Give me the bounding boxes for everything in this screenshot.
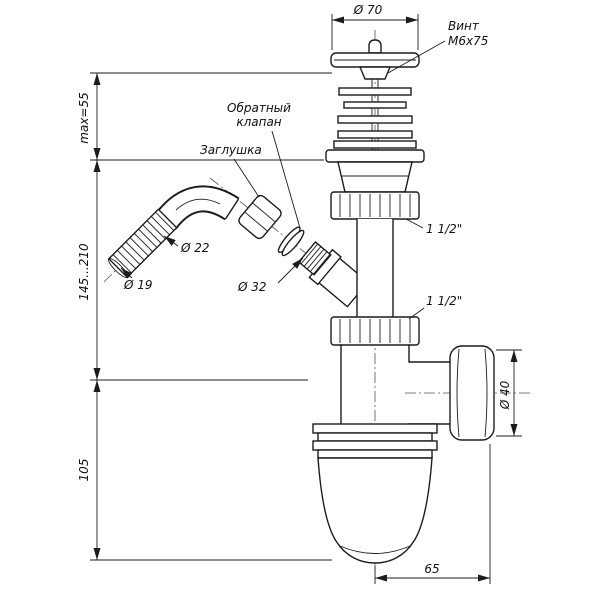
bottom-offset-dimension: 65 [374, 444, 491, 584]
dim-offset-bottom: 65 [424, 562, 439, 576]
dim-hose-inner: Ø 19 [123, 278, 153, 292]
top-diameter-dimension: Ø 70 [331, 3, 419, 50]
screw-head [368, 39, 382, 54]
dim-outlet-diameter: Ø 40 [498, 380, 512, 410]
check-valve-label-line1: Обратный [227, 101, 291, 115]
inlet-diameter-callout: Ø 32 [237, 257, 304, 294]
check-valve-label-line2: клапан [236, 115, 281, 129]
riser-pipe [356, 218, 394, 318]
dim-top-diameter: Ø 70 [353, 3, 383, 17]
dim-thread-lower: 1 1/2" [426, 294, 462, 308]
siphon-cup [312, 423, 438, 564]
union-nut-upper [330, 191, 420, 220]
elbow-fitting [155, 185, 240, 230]
dim-height-adjustable: 145...210 [77, 243, 91, 301]
screw-label-line2: М6х75 [448, 34, 488, 48]
strainer-assembly [325, 39, 425, 163]
corrugated-hose [107, 208, 178, 279]
dim-thread-upper: 1 1/2" [426, 222, 462, 236]
part-name-callouts: Обратный клапан Заглушка [200, 101, 301, 229]
screw-label-line1: Винт [448, 19, 480, 33]
dim-inlet-thread: Ø 32 [237, 280, 267, 294]
hose-callouts: Ø 22 Ø 19 [120, 235, 210, 292]
center-lines [103, 30, 532, 572]
washer-stack [333, 87, 417, 149]
union-nut-lower [330, 316, 420, 346]
plug-nut [238, 194, 282, 240]
cup-body [317, 457, 433, 564]
outlet-nut [449, 345, 495, 441]
lower-nut-group: 1 1/2" [330, 294, 462, 346]
left-dimension-chain: max=55 145...210 105 [77, 72, 332, 561]
plug-label: Заглушка [200, 143, 262, 157]
drain-flange [325, 149, 425, 163]
screw-callout: Винт М6х75 [387, 19, 488, 74]
dim-height-top: max=55 [77, 92, 91, 143]
upper-body: 1 1/2" [330, 161, 462, 236]
outlet-diameter-dimension: Ø 40 [496, 349, 522, 437]
dim-hose-outer: Ø 22 [180, 241, 210, 255]
check-valve-gasket [277, 226, 305, 257]
dim-height-cup: 105 [77, 459, 91, 482]
